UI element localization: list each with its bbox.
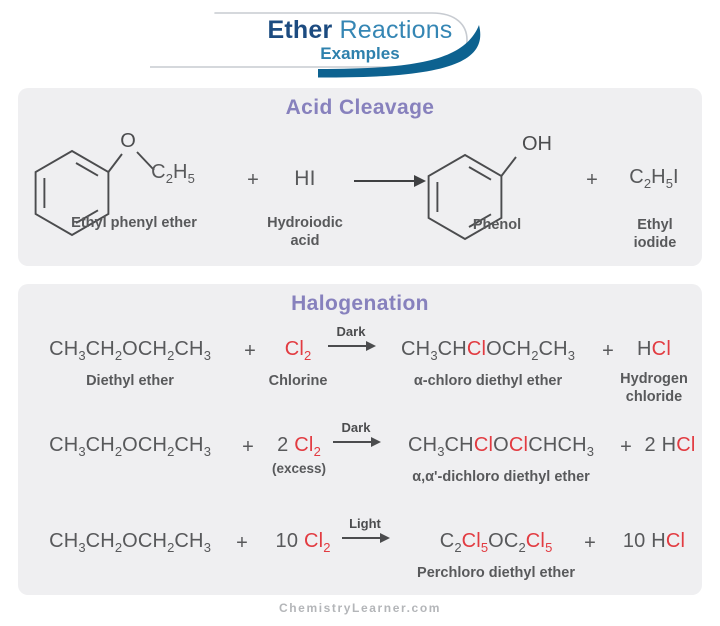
- product-term: CH3CHClOClCHCH3 α,α'-dichloro diethyl et…: [408, 434, 594, 486]
- phenol-label: Phenol: [472, 217, 522, 233]
- reaction-arrow: [333, 437, 381, 447]
- reactant-term: CH3CH2OCH2CH3: [49, 434, 211, 459]
- plus-term: +: [244, 340, 256, 363]
- ethyl-iodide-label: Ethyl iodide: [633, 217, 677, 252]
- byproduct-term: HCl Hydrogen chloride: [611, 338, 697, 406]
- chlorine-formula: Cl2: [284, 338, 312, 363]
- chlorine-label: Chlorine: [268, 373, 328, 389]
- oxygen-atom: O: [120, 130, 136, 152]
- arrow-term: Light: [342, 516, 390, 543]
- banner-capsule-icon: [150, 12, 481, 78]
- banner-text: Ether Reactions Examples: [0, 17, 720, 63]
- plus-sign: +: [242, 436, 254, 458]
- page-subtitle: Examples: [320, 44, 400, 64]
- plus-sign: +: [584, 532, 596, 554]
- byproduct-term: 2 HCl: [644, 434, 695, 457]
- plus-sign: +: [602, 340, 614, 362]
- diethyl-ether-formula: CH3CH2OCH2CH3: [49, 530, 211, 555]
- ethyl-phenyl-ether-label: Ethyl phenyl ether: [71, 215, 197, 231]
- acid-cleavage-title: Acid Cleavage: [285, 96, 435, 119]
- diethyl-ether-label: Diethyl ether: [86, 373, 174, 389]
- halogenation-panel: Halogenation CH3CH2OCH2CH3 Diethyl ether…: [18, 284, 702, 595]
- hydroiodic-acid-label: Hydroiodic acid: [267, 215, 343, 250]
- byproduct-term: 10 HCl: [623, 530, 685, 553]
- plus-term: +: [236, 532, 248, 555]
- reagent-term: 2 Cl2 (excess): [272, 434, 326, 476]
- plus-sign: +: [620, 436, 632, 458]
- plus-term: +: [242, 436, 254, 459]
- reactant-term: CH3CH2OCH2CH3 Diethyl ether: [49, 338, 211, 390]
- product-term: CH3CHClOCH2CH3 α-chloro diethyl ether: [401, 338, 575, 390]
- condition-label: Dark: [341, 420, 371, 435]
- reaction-arrow: [342, 533, 390, 543]
- dichloro-diethyl-ether-formula: CH3CHClOClCHCH3: [408, 434, 594, 459]
- page-title-bold: Ether: [267, 16, 333, 44]
- arrow-term: Dark: [328, 324, 376, 351]
- plus-sign: +: [236, 532, 248, 554]
- plus-sign: +: [247, 169, 259, 191]
- reaction-arrow: [354, 174, 426, 189]
- alpha-chloro-diethyl-ether-formula: CH3CHClOCH2CH3: [401, 338, 575, 363]
- hydroiodic-acid-formula: HI: [294, 167, 316, 190]
- reactant-term: CH3CH2OCH2CH3: [49, 530, 211, 555]
- product-term: C2Cl5OC2Cl5 Perchloro diethyl ether: [417, 530, 575, 582]
- arrow-term: Dark: [333, 420, 381, 447]
- condition-label: Light: [349, 516, 381, 531]
- chlorine-10-formula: 10 Cl2: [275, 530, 331, 555]
- reaction-arrow: [328, 341, 376, 351]
- alpha-chloro-diethyl-ether-label: α-chloro diethyl ether: [413, 373, 563, 389]
- ethyl-group-formula: C2H5: [151, 161, 195, 186]
- perchloro-diethyl-ether-formula: C2Cl5OC2Cl5: [439, 530, 553, 555]
- site-credit: ChemistryLearner.com: [278, 601, 442, 615]
- diethyl-ether-formula: CH3CH2OCH2CH3: [49, 338, 211, 363]
- page-title: Ether Reactions: [0, 17, 720, 43]
- ethyl-iodide-formula: C2H5I: [629, 166, 679, 191]
- dichloro-diethyl-ether-label: α,α'-dichloro diethyl ether: [412, 469, 590, 485]
- hydrogen-chloride-formula: 2 HCl: [644, 434, 696, 456]
- hydroxyl-group: OH: [522, 133, 552, 155]
- hydrogen-chloride-formula: HCl: [637, 338, 671, 360]
- perchloro-diethyl-ether-label: Perchloro diethyl ether: [417, 565, 575, 581]
- plus-term: +: [584, 532, 596, 555]
- condition-label: Dark: [336, 324, 366, 339]
- plus-term: +: [620, 436, 632, 459]
- reagent-term: 10 Cl2: [276, 530, 331, 555]
- reagent-term: Cl2 Chlorine: [269, 338, 328, 390]
- plus-sign: +: [244, 340, 256, 362]
- page-title-rest: Reactions: [339, 16, 453, 44]
- plus-term: +: [602, 340, 614, 363]
- chlorine-excess-formula: 2 Cl2: [277, 434, 321, 459]
- plus-sign: +: [586, 169, 598, 191]
- diethyl-ether-formula: CH3CH2OCH2CH3: [49, 434, 211, 459]
- acid-cleavage-panel: Acid Cleavage O C2H5 + HI: [18, 88, 702, 266]
- banner-swoosh-icon: [318, 25, 481, 78]
- hydrogen-chloride-label: Hydrogen chloride: [620, 371, 688, 406]
- hydrogen-chloride-formula: 10 HCl: [622, 530, 686, 552]
- excess-label: (excess): [271, 461, 327, 476]
- halogenation-title: Halogenation: [291, 292, 429, 315]
